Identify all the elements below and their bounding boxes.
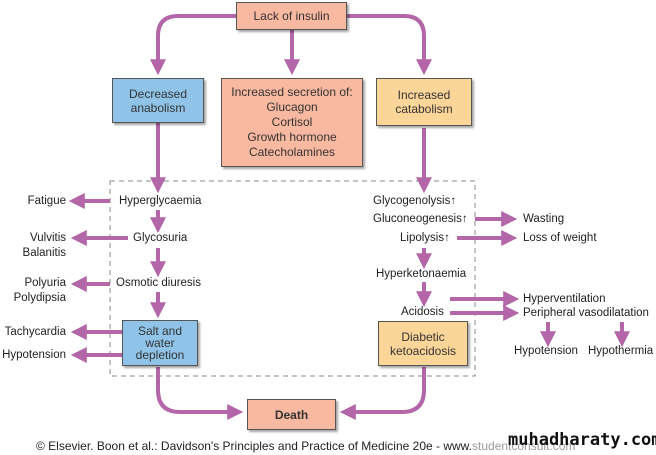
node-increased-catabolism: Increased catabolism <box>376 78 472 126</box>
node-hyperketonaemia: Hyperketonaemia <box>376 268 467 280</box>
gluconeogenesis-text: Gluconeogenesis <box>373 213 462 225</box>
text-line: Catecholamines <box>248 145 336 159</box>
node-glycosuria: Glycosuria <box>131 232 190 245</box>
text-line: anabolism <box>130 100 186 115</box>
watermark-logo: muhadharaty.com <box>508 430 656 450</box>
arrow-insulin-to-catabolism <box>347 14 432 76</box>
increase-arrow-icon: ↑ <box>461 213 468 225</box>
node-glycogenolysis: Glycogenolysis↑ <box>373 195 456 208</box>
node-gluconeogenesis: Gluconeogenesis↑ <box>373 213 468 226</box>
text-line: Increased <box>397 88 451 102</box>
node-decreased-anabolism: Decreased anabolism <box>112 78 204 123</box>
text-line: catabolism <box>395 102 453 116</box>
effect-fatigue: Fatigue <box>27 195 66 207</box>
text-line: Growth hormone <box>247 130 337 144</box>
effect-hypotension-left: Hypotension <box>2 349 66 361</box>
effect-loss-of-weight: Loss of weight <box>523 232 597 244</box>
citation: © Elsevier. Boon et al.: Davidson's Prin… <box>36 439 575 453</box>
text-line: Diabetic <box>401 329 445 344</box>
node-death: Death <box>247 399 336 430</box>
arrow-salt-to-death <box>156 367 244 420</box>
arrow-insulin-to-anabolism <box>150 14 236 76</box>
node-death-text: Death <box>274 407 309 422</box>
text-line: Salt and <box>137 324 183 338</box>
text-line: Increased secretion of: <box>231 85 353 99</box>
effect-wasting: Wasting <box>523 213 565 225</box>
increase-arrow-icon: ↑ <box>450 195 457 207</box>
effect-polyuria: Polyuria <box>24 277 66 289</box>
text-line: Decreased <box>128 86 188 101</box>
text-line: Glucagon <box>266 100 318 114</box>
node-lipolysis: Lipolysis↑ <box>400 232 450 245</box>
citation-text: © Elsevier. Boon et al.: Davidson's Prin… <box>36 439 473 453</box>
effect-hyperventilation: Hyperventilation <box>523 293 606 305</box>
arrow-dka-to-death <box>339 367 426 420</box>
node-osmotic-diuresis: Osmotic diuresis <box>114 277 203 290</box>
lipolysis-text: Lipolysis <box>400 232 445 244</box>
effect-tachycardia: Tachycardia <box>4 326 66 338</box>
text-line: depletion <box>135 348 185 362</box>
node-salt-water-depletion: Salt and water depletion <box>122 320 198 366</box>
node-hyperglycaemia: Hyperglycaemia <box>117 195 204 208</box>
effect-peripheral-vasodilatation: Peripheral vasodilatation <box>523 307 649 319</box>
dashed-region-border <box>109 180 476 377</box>
effect-balanitis: Balanitis <box>22 247 66 259</box>
node-lack-of-insulin: Lack of insulin <box>236 2 347 30</box>
glycogenolysis-text: Glycogenolysis <box>373 195 451 207</box>
text-line: Cortisol <box>271 115 313 129</box>
text-line: water <box>145 336 175 350</box>
node-acidosis: Acidosis <box>401 306 444 318</box>
effect-vulvitis: Vulvitis <box>30 232 66 244</box>
effect-polydipsia: Polydipsia <box>13 292 66 304</box>
effect-hypotension-right: Hypotension <box>514 345 578 357</box>
citation-site: studentconsult.com <box>472 439 576 453</box>
node-increased-secretion: Increased secretion of: Glucagon Cortiso… <box>221 78 363 167</box>
node-lack-of-insulin-text: Lack of insulin <box>253 9 330 23</box>
increase-arrow-icon: ↑ <box>444 232 450 244</box>
node-diabetic-ketoacidosis: Diabetic ketoacidosis <box>378 321 468 366</box>
effect-hypothermia: Hypothermia <box>588 345 654 357</box>
text-line: ketoacidosis <box>389 343 457 358</box>
